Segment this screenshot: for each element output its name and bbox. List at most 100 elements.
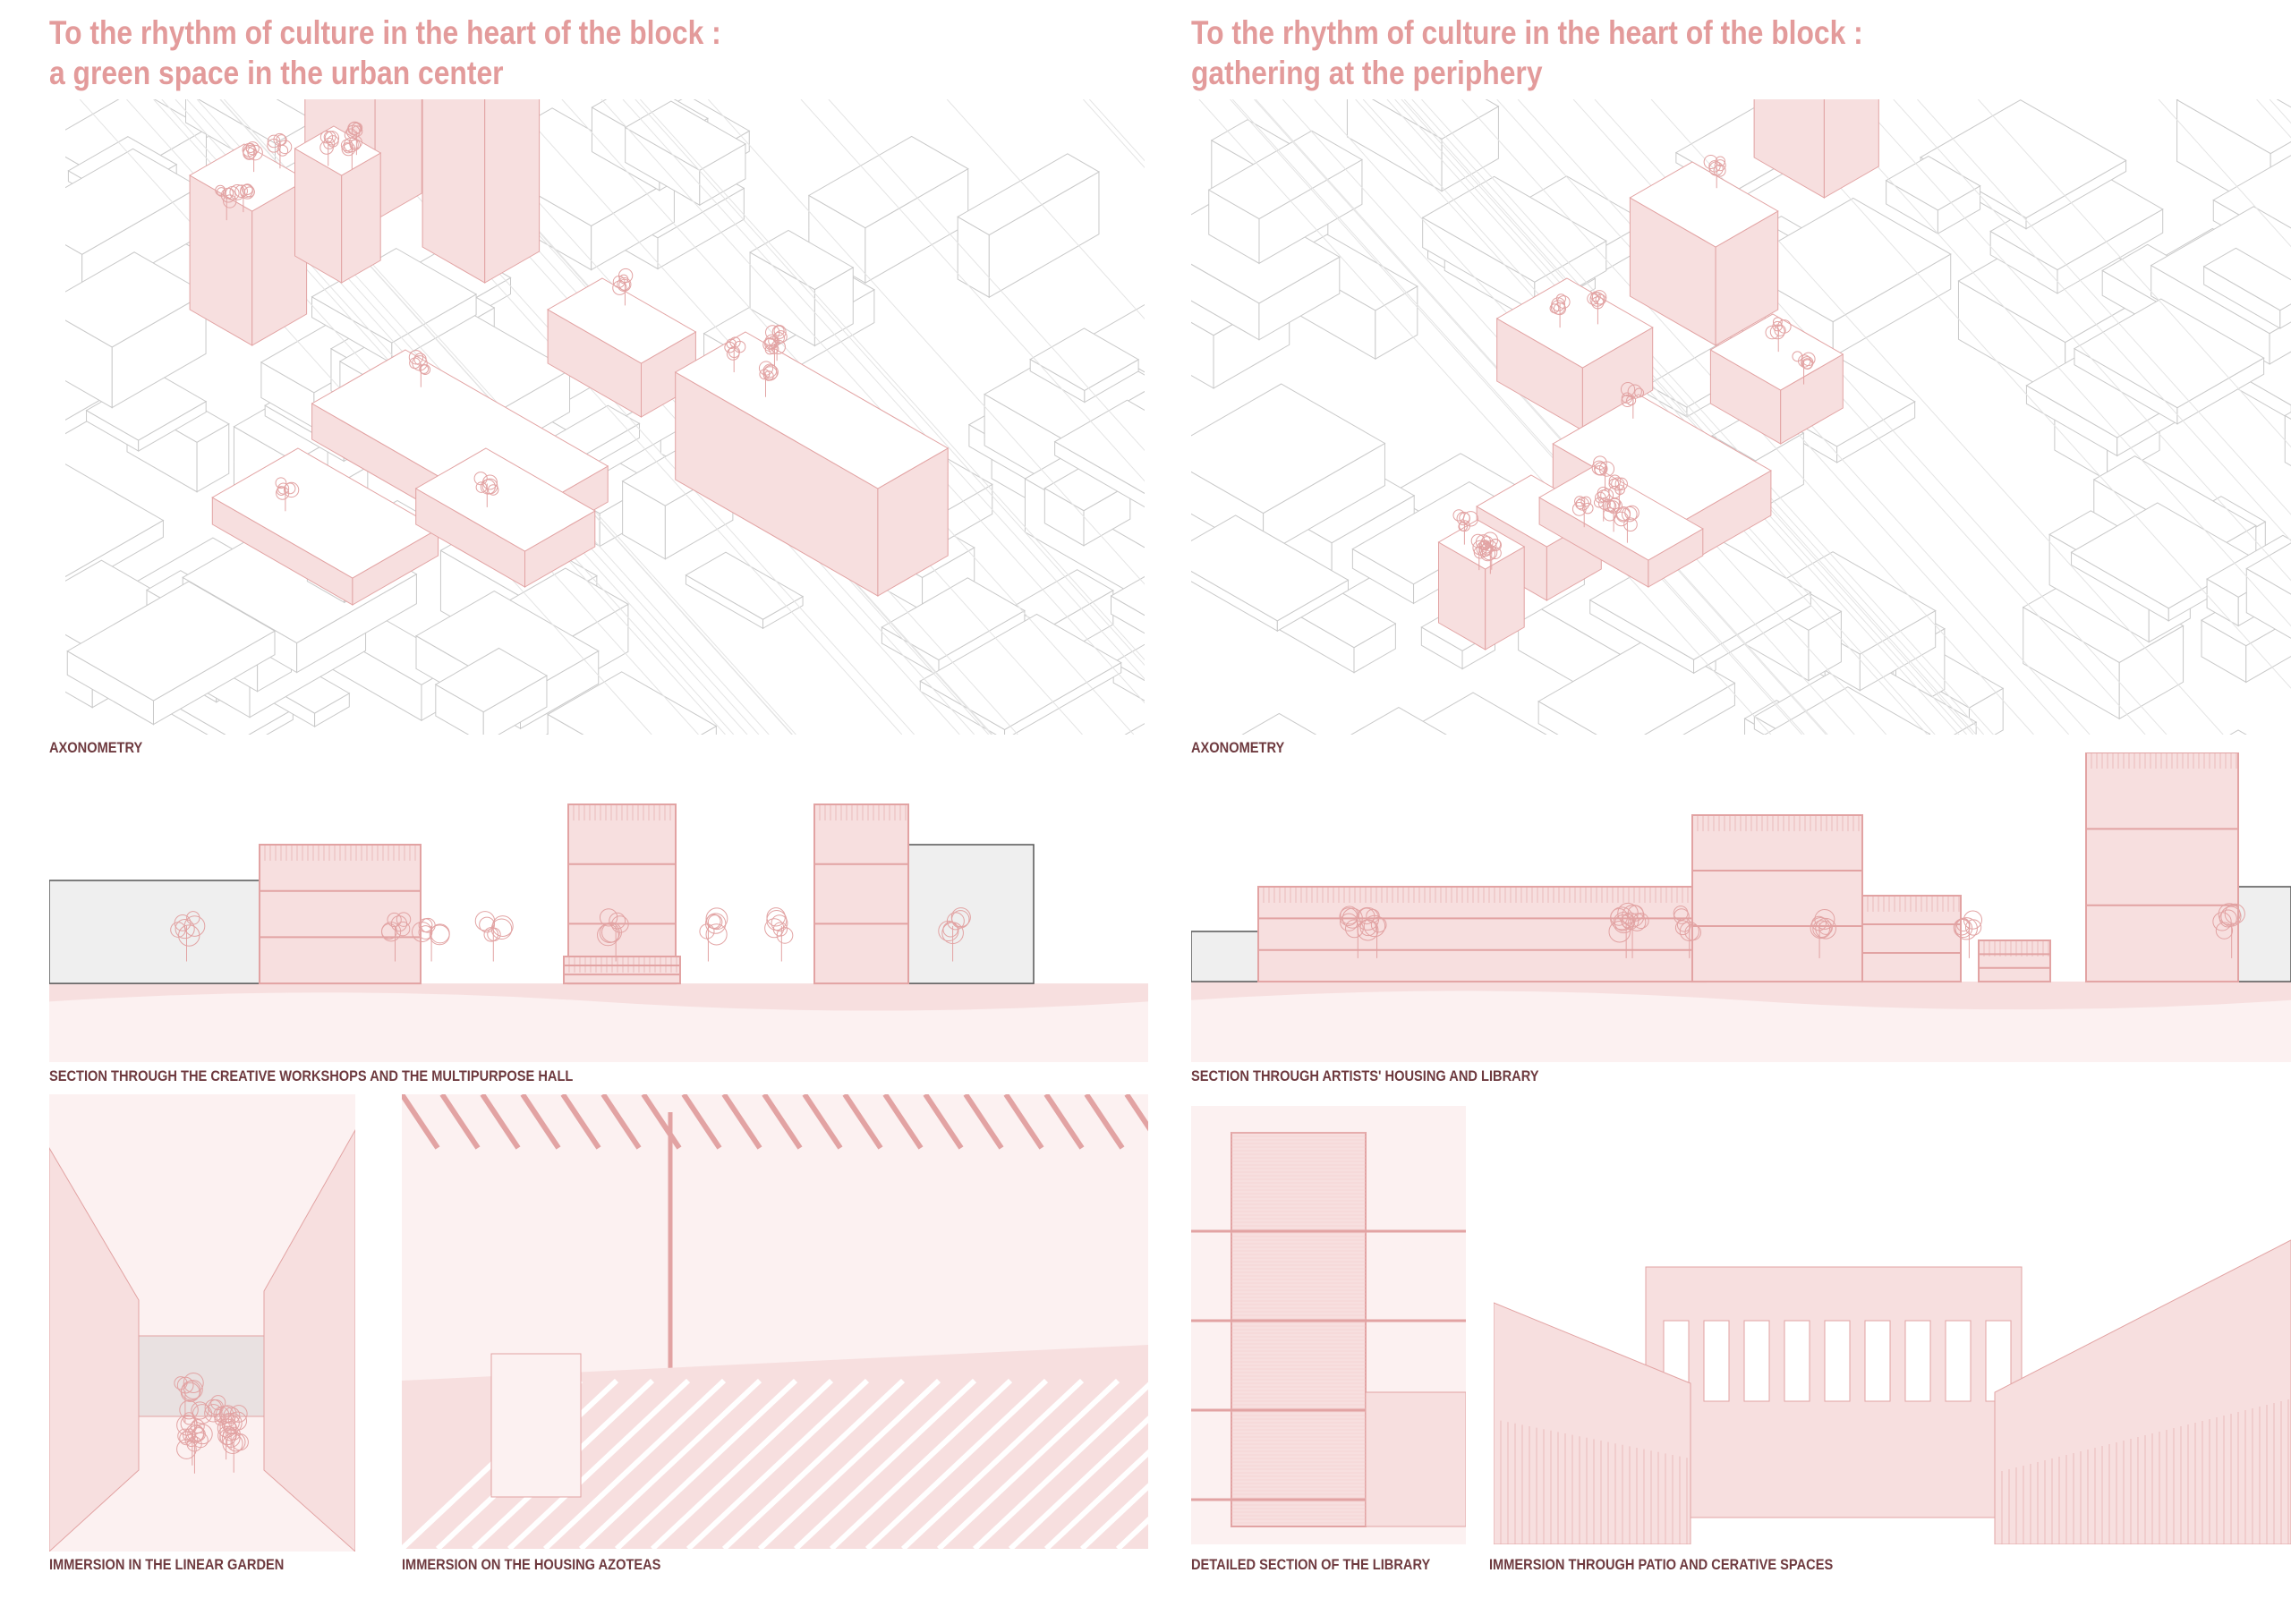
context-building — [1191, 514, 1350, 622]
street-line — [622, 99, 1145, 680]
context-building — [65, 148, 200, 255]
tree — [1595, 491, 1606, 504]
tree — [618, 268, 634, 284]
context-building — [1588, 531, 1812, 660]
context-building — [1054, 440, 1145, 508]
housing-azoteas-perspective — [402, 1094, 1148, 1549]
tree — [223, 194, 237, 208]
context-building — [547, 671, 718, 735]
tree — [429, 924, 450, 946]
project-building — [547, 277, 697, 364]
tree — [1713, 164, 1726, 177]
left-title-line2: a green space in the urban center — [49, 55, 504, 91]
tree — [175, 919, 195, 940]
pergola-beam — [600, 1094, 642, 1150]
tree — [771, 325, 787, 339]
tree — [351, 125, 363, 137]
tree — [1614, 477, 1628, 490]
tree — [347, 121, 362, 135]
tree — [275, 477, 287, 489]
tree — [277, 140, 293, 155]
tree — [705, 923, 728, 946]
tree — [599, 923, 620, 944]
tree — [762, 363, 778, 378]
right-board-title: To the rhythm of culture in the heart of… — [1191, 13, 1863, 93]
tree — [776, 927, 794, 944]
pergola-beam — [1003, 1094, 1044, 1150]
tree — [186, 911, 200, 925]
left-title-line1: To the rhythm of culture in the heart of… — [49, 14, 721, 51]
tree — [772, 331, 785, 344]
tree — [1964, 919, 1982, 936]
tree — [1366, 908, 1380, 923]
tree — [479, 916, 495, 933]
section-building — [563, 956, 681, 985]
project-building — [1538, 465, 1704, 561]
context-building — [65, 251, 208, 348]
right-axonometry-label: AXONOMETRY — [1191, 739, 1285, 756]
tree — [177, 1428, 192, 1444]
tree — [771, 339, 786, 354]
tree — [283, 481, 300, 498]
context-building — [1241, 712, 1317, 735]
tree — [277, 482, 290, 495]
tree — [267, 134, 281, 149]
window — [1945, 1320, 1972, 1402]
tree — [180, 1415, 198, 1433]
street-line — [828, 99, 1145, 452]
tree — [174, 1376, 188, 1390]
project-building — [1753, 99, 1825, 199]
street-line — [707, 99, 1145, 585]
tree — [1452, 509, 1465, 522]
library-section-label: DETAILED SECTION OF THE LIBRARY — [1191, 1556, 1431, 1573]
tree — [483, 927, 499, 942]
kitchen-counter — [490, 1353, 582, 1498]
tree — [611, 915, 629, 933]
ground-wave — [49, 983, 1148, 1011]
context-building — [1764, 686, 1931, 735]
tree — [764, 918, 785, 939]
tree — [420, 917, 436, 933]
floor-plank — [757, 1378, 941, 1549]
tree — [1594, 462, 1608, 476]
tree — [176, 1439, 197, 1459]
project-building — [1495, 277, 1654, 369]
tree — [191, 1401, 209, 1420]
tree — [227, 1411, 248, 1431]
context-building — [1207, 130, 1363, 220]
tree — [204, 1399, 222, 1417]
street-line — [1401, 99, 1974, 735]
tree — [764, 337, 777, 350]
tree — [599, 908, 618, 927]
tree — [1955, 917, 1978, 940]
pergola-beam — [842, 1094, 883, 1150]
tree — [1340, 906, 1359, 925]
tree — [179, 1399, 199, 1420]
pergola-beam — [439, 1094, 481, 1150]
pergola-beam — [402, 1094, 440, 1150]
project-building — [414, 447, 596, 552]
tree — [772, 922, 788, 937]
tree — [1488, 547, 1502, 560]
patio-label: IMMERSION THROUGH PATIO AND CERATIVE SPA… — [1489, 1556, 1834, 1573]
tree — [234, 184, 248, 198]
tree — [1801, 359, 1813, 370]
tree — [1481, 544, 1498, 561]
linear-garden-perspective — [49, 1094, 355, 1552]
tree — [1963, 910, 1983, 930]
window — [1743, 1320, 1770, 1402]
tree — [1608, 474, 1622, 488]
project-building — [189, 143, 308, 212]
context-building — [1421, 175, 1607, 283]
project-building — [674, 331, 950, 489]
tree — [1593, 455, 1607, 470]
tree — [1801, 352, 1816, 367]
street-line — [634, 99, 1145, 667]
tree — [1580, 496, 1592, 507]
pergola-beam — [560, 1094, 601, 1150]
street-line — [1254, 99, 1827, 735]
tree — [487, 484, 499, 496]
floor-plank — [542, 1378, 727, 1549]
tree — [1617, 902, 1639, 924]
left-axonometry-drawing — [65, 99, 1145, 735]
